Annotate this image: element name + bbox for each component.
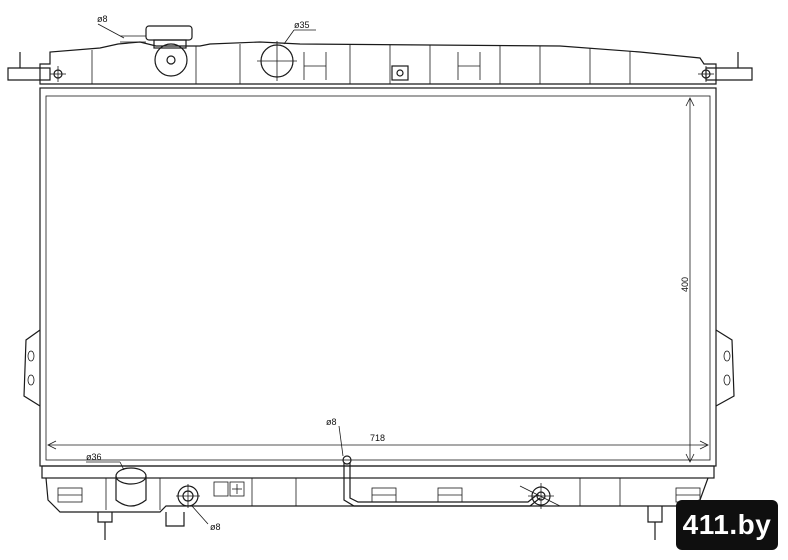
top-right-bracket xyxy=(698,52,753,82)
filler-cap xyxy=(97,23,193,77)
width-dimension: 718 xyxy=(47,433,709,450)
watermark-text: 411.by xyxy=(682,509,772,540)
drain-plug xyxy=(176,481,245,525)
watermark-badge: 411.by xyxy=(676,500,778,550)
bottom-tank xyxy=(41,465,715,540)
top-left-bracket xyxy=(7,52,66,82)
top-center-clip xyxy=(391,65,409,81)
height-label: 400 xyxy=(680,277,690,292)
radiator-core xyxy=(23,87,735,467)
drain-bottom-diameter-label: ø8 xyxy=(210,522,221,532)
top-tank xyxy=(39,41,717,85)
drain-top-diameter-label: ø8 xyxy=(326,417,337,427)
top-small-diameter-label: ø8 xyxy=(97,14,108,24)
width-label: 718 xyxy=(370,433,385,443)
cooler-line xyxy=(338,425,561,509)
top-large-diameter-label: ø35 xyxy=(294,20,310,30)
inlet-neck xyxy=(257,29,316,81)
outlet-neck xyxy=(86,461,147,507)
outlet-diameter-label: ø36 xyxy=(86,452,102,462)
height-dimension: 400 xyxy=(680,97,695,463)
